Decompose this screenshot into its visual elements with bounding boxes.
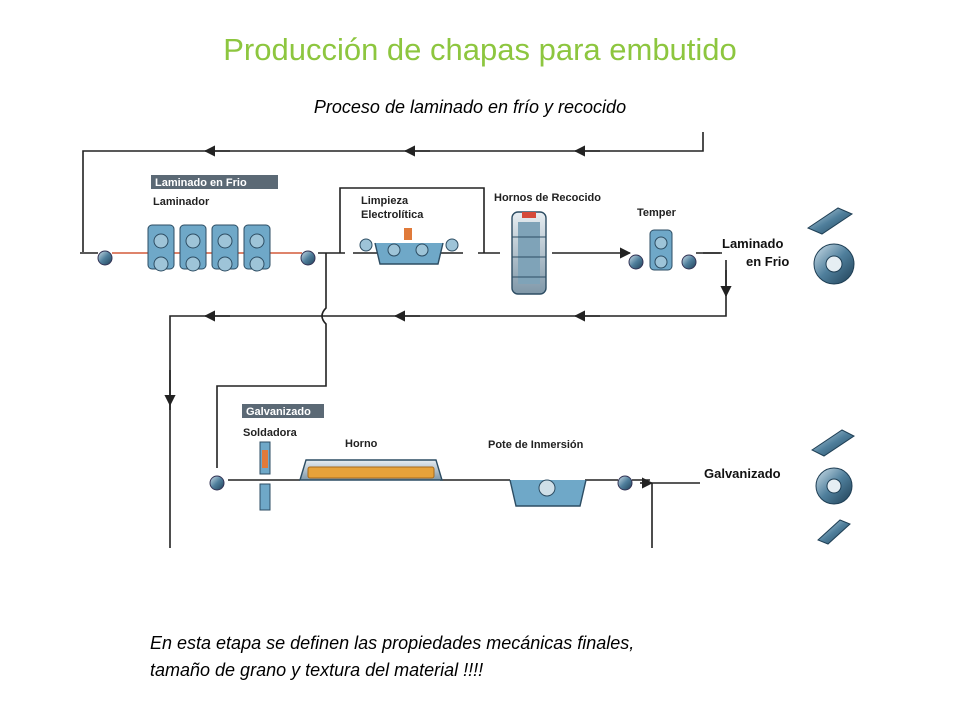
galvanizado-tag-bg: [242, 404, 324, 418]
limpieza-tank: [359, 228, 459, 265]
output-laminado-1: Laminado: [722, 236, 783, 251]
page-subtitle: Proceso de laminado en frío y recocido: [313, 97, 627, 117]
soldadora-machine: [209, 441, 271, 511]
pote-inmersion: [509, 475, 633, 507]
pote-label: Pote de Inmersión: [488, 439, 584, 451]
upper-strip-line: [80, 187, 722, 259]
limpieza-label-1: Limpieza: [361, 195, 409, 207]
caption-line-2: tamaño de grano y textura del material !…: [150, 660, 484, 680]
galvanizado-products-icon: [811, 429, 855, 545]
laminado-tag: Laminado en Frio: [155, 177, 247, 189]
laminador-label: Laminador: [153, 196, 210, 208]
upper-return-line: [82, 132, 704, 252]
page-title: Producción de chapas para embutido: [223, 32, 737, 67]
temper-label: Temper: [637, 207, 677, 219]
laminado-products-icon: [806, 207, 855, 285]
lower-strip-line: [228, 477, 700, 548]
soldadora-label: Soldadora: [243, 427, 298, 439]
output-galvanizado: Galvanizado: [704, 466, 781, 481]
caption-line-1: En esta etapa se definen las propiedades…: [150, 633, 635, 653]
laminado-tag-bg: [151, 175, 278, 189]
laminador-stands: [97, 224, 316, 272]
horno-galvanizado: [299, 459, 443, 481]
hornos-recocido-label: Hornos de Recocido: [494, 192, 601, 204]
output-laminado-2: en Frio: [746, 254, 789, 269]
horno-label: Horno: [345, 438, 378, 450]
galvanizado-tag: Galvanizado: [246, 406, 311, 418]
caption: En esta etapa se definen las propiedades…: [150, 630, 830, 684]
horno-recocido: [511, 211, 547, 295]
limpieza-label-2: Electrolítica: [361, 209, 424, 221]
middle-return-line: [164, 253, 732, 548]
temper-mill: [628, 229, 697, 271]
